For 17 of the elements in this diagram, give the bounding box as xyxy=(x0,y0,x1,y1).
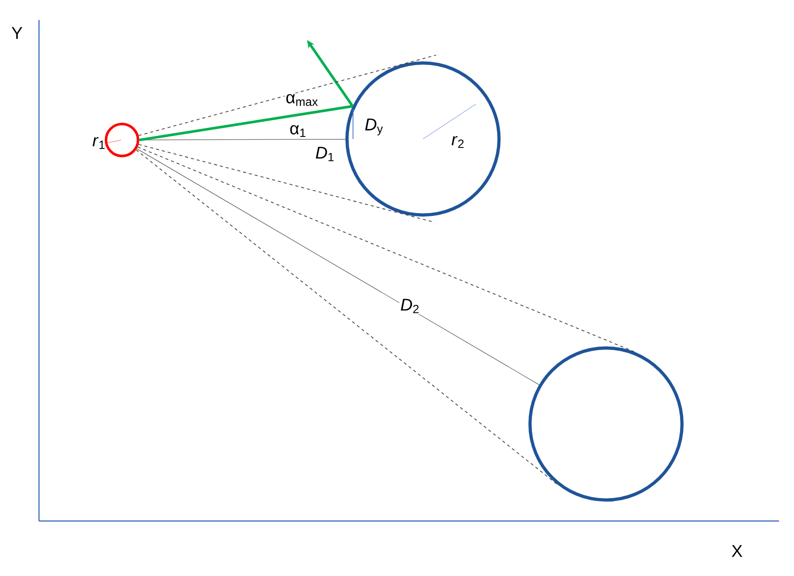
line xyxy=(139,104,353,142)
dashed-line xyxy=(137,146,637,353)
radius-label: r$_{2}$ xyxy=(452,136,464,148)
edge-label: α$_{max}$ xyxy=(284,93,320,107)
radius-label: r$_{1}$ xyxy=(92,137,105,149)
distance-label: D$_{y}$ xyxy=(365,118,383,136)
line xyxy=(136,148,540,385)
angle-label: α$_{1}$ xyxy=(290,125,306,137)
edge-label: D$_{1}$ xyxy=(314,146,336,162)
axis-label: X xyxy=(732,545,742,557)
axis-label: Y xyxy=(12,27,22,39)
dashed-line xyxy=(136,150,558,485)
circle xyxy=(345,61,501,217)
circle xyxy=(528,346,684,502)
circle xyxy=(104,122,140,158)
edge-label: D$_{2}$ xyxy=(399,298,421,314)
dashed-line xyxy=(138,54,436,136)
